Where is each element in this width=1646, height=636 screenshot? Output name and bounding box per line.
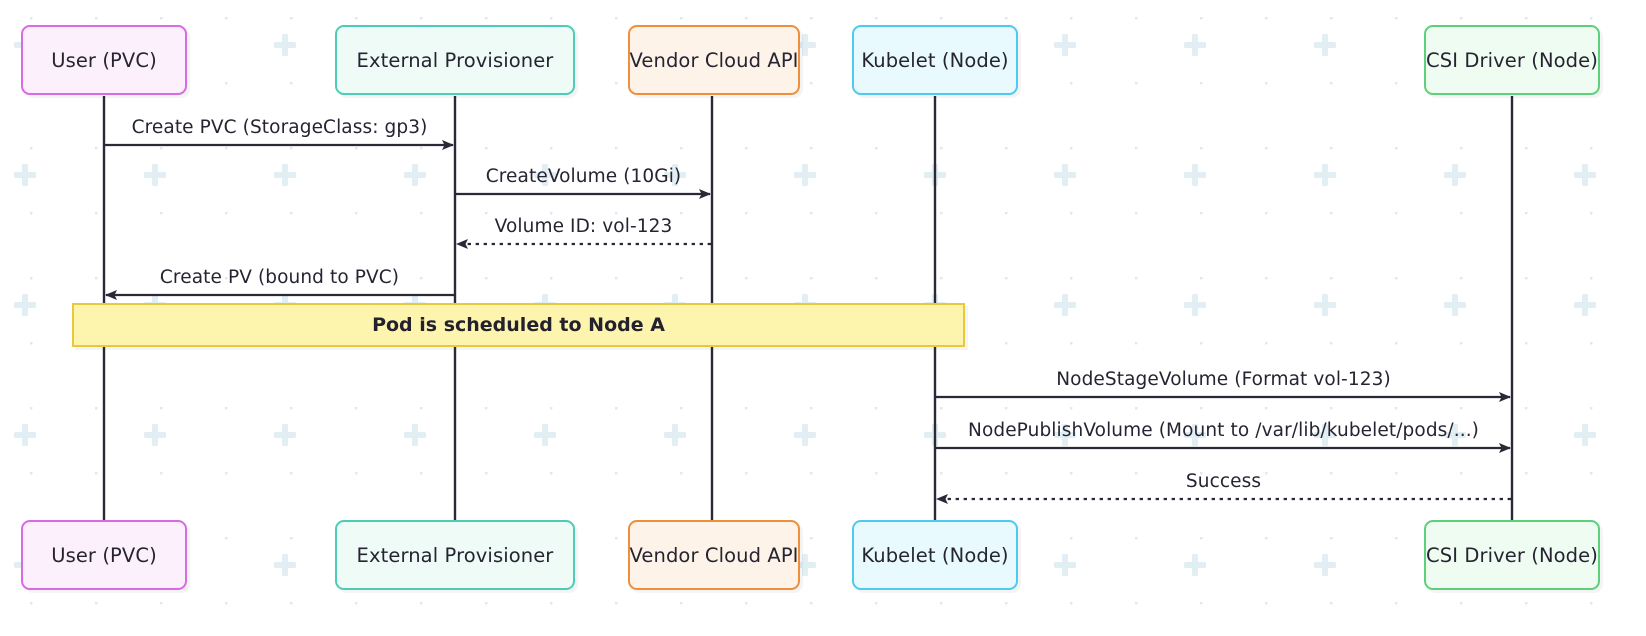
background-plus-icon <box>1314 424 1336 446</box>
participant-label-csi: CSI Driver (Node) <box>1426 543 1598 567</box>
background-plus-icon <box>794 164 816 186</box>
background-plus-icon <box>1054 164 1076 186</box>
background-plus-icon <box>274 164 296 186</box>
background-plus-icon <box>1054 34 1076 56</box>
participant-label-cloud: Vendor Cloud API <box>629 543 799 567</box>
background-plus-icon <box>1444 294 1466 316</box>
message-label-1: Create PVC (StorageClass: gp3) <box>131 117 428 138</box>
background-plus-icon <box>1444 164 1466 186</box>
background-plus-icon <box>794 424 816 446</box>
background-plus-icon <box>144 164 166 186</box>
background-plus-icon <box>1184 164 1206 186</box>
background-plus-icon <box>1314 554 1336 576</box>
background-plus-icon <box>1574 294 1596 316</box>
background-plus-icon <box>1184 424 1206 446</box>
participant-box-user-top[interactable]: User (PVC) <box>21 25 187 95</box>
note-pod-scheduled: Pod is scheduled to Node A <box>72 303 965 347</box>
participant-box-kubelet-top[interactable]: Kubelet (Node) <box>852 25 1018 95</box>
participant-box-csi-bottom[interactable]: CSI Driver (Node) <box>1424 520 1600 590</box>
background-plus-icon <box>14 164 36 186</box>
background-plus-icon <box>664 424 686 446</box>
background-plus-icon <box>274 34 296 56</box>
background-plus-icon <box>1314 164 1336 186</box>
participant-box-cloud-bottom[interactable]: Vendor Cloud API <box>628 520 800 590</box>
participant-box-cloud-top[interactable]: Vendor Cloud API <box>628 25 800 95</box>
participant-box-provisioner-top[interactable]: External Provisioner <box>335 25 575 95</box>
background-plus-icon <box>1314 34 1336 56</box>
background-plus-icon <box>14 424 36 446</box>
participant-label-user: User (PVC) <box>51 48 157 72</box>
background-plus-icon <box>1054 554 1076 576</box>
participant-box-user-bottom[interactable]: User (PVC) <box>21 520 187 590</box>
participant-label-user: User (PVC) <box>51 543 157 567</box>
participant-box-provisioner-bottom[interactable]: External Provisioner <box>335 520 575 590</box>
participant-label-kubelet: Kubelet (Node) <box>861 543 1009 567</box>
background-plus-icon <box>1184 34 1206 56</box>
background-plus-icon <box>274 554 296 576</box>
background-plus-icon <box>1574 164 1596 186</box>
message-label-5: NodeStageVolume (Format vol-123) <box>1056 369 1391 390</box>
background-plus-icon <box>144 424 166 446</box>
participant-label-cloud: Vendor Cloud API <box>629 48 799 72</box>
participant-label-kubelet: Kubelet (Node) <box>861 48 1009 72</box>
participant-box-csi-top[interactable]: CSI Driver (Node) <box>1424 25 1600 95</box>
background-plus-icon <box>794 34 816 56</box>
background-plus-icon <box>1574 424 1596 446</box>
background-plus-icon <box>1184 294 1206 316</box>
background-plus-icon <box>534 424 556 446</box>
background-plus-icon <box>274 424 296 446</box>
participant-box-kubelet-bottom[interactable]: Kubelet (Node) <box>852 520 1018 590</box>
message-label-4: Create PV (bound to PVC) <box>159 267 400 288</box>
background-plus-icon <box>1444 424 1466 446</box>
background-plus-icon <box>1184 554 1206 576</box>
message-arrow-group <box>105 140 1511 504</box>
background-plus-icon <box>404 164 426 186</box>
message-label-2: CreateVolume (10Gi) <box>485 166 682 187</box>
background-plus-icon <box>14 294 36 316</box>
background-plus-icon <box>1054 424 1076 446</box>
background-plus-icon <box>664 164 686 186</box>
participant-label-provisioner: External Provisioner <box>356 48 554 72</box>
background-plus-icon <box>404 424 426 446</box>
message-label-3: Volume ID: vol-123 <box>494 216 673 237</box>
participant-label-csi: CSI Driver (Node) <box>1426 48 1598 72</box>
background-plus-icon <box>1054 294 1076 316</box>
message-label-7: Success <box>1185 471 1262 492</box>
background-plus-icon <box>1314 294 1336 316</box>
participant-label-provisioner: External Provisioner <box>356 543 554 567</box>
background-plus-icon <box>534 164 556 186</box>
background-plus-icon <box>794 554 816 576</box>
note-text: Pod is scheduled to Node A <box>372 314 665 336</box>
message-label-6: NodePublishVolume (Mount to /var/lib/kub… <box>968 420 1479 441</box>
